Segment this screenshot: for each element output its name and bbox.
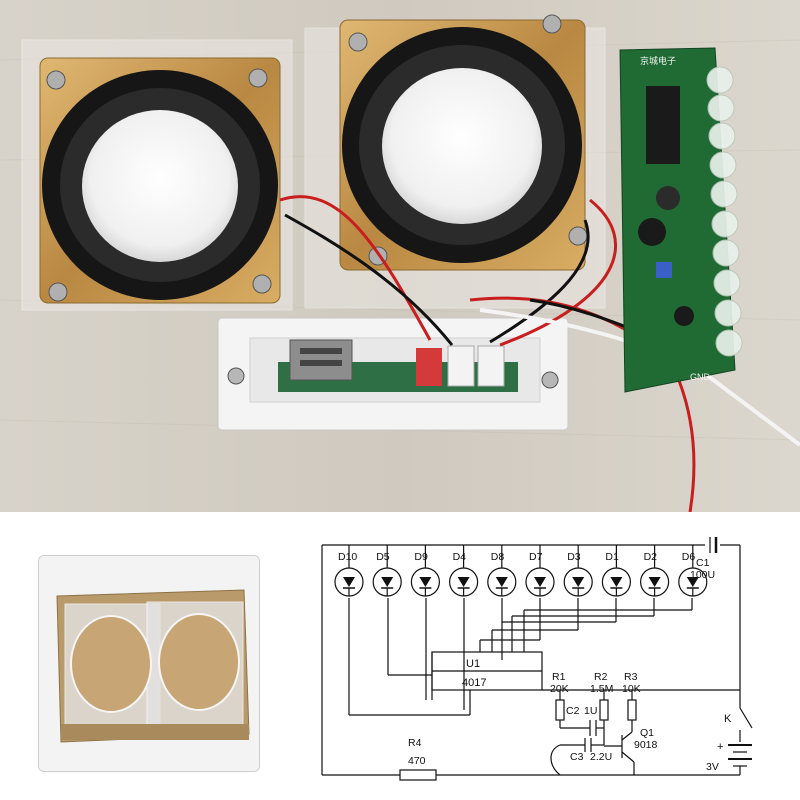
q1-part: 9018: [634, 739, 658, 751]
led-d4: D4: [449, 545, 479, 597]
c2-value: 1U: [584, 705, 597, 717]
c3-value: 2.2U: [590, 751, 612, 763]
r2-name: R2: [594, 671, 608, 683]
c2-name: C2: [566, 705, 580, 717]
r1-name: R1: [552, 671, 566, 683]
q1-name: Q1: [640, 727, 654, 739]
led-label-d10: D10: [338, 551, 357, 563]
r3-value: 10K: [622, 683, 641, 695]
left-speaker: [39, 57, 281, 304]
led-label-d8: D8: [491, 551, 505, 563]
u1-part: 4017: [462, 677, 486, 689]
led-label-d5: D5: [376, 551, 390, 563]
led-label-d7: D7: [529, 551, 543, 563]
led-d8: D8: [487, 545, 517, 597]
c1-value: 100U: [690, 569, 715, 581]
c1-name: C1: [696, 557, 710, 569]
c3-name: C3: [570, 751, 584, 763]
led-d10: D10: [334, 545, 364, 597]
led-d3: D3: [563, 545, 593, 597]
board-gnd-label: GND: [690, 372, 711, 382]
thumbnail-illustration: [39, 556, 259, 771]
led-label-d1: D1: [605, 551, 619, 563]
battery-value: 3V: [706, 761, 719, 773]
r4-value: 470: [408, 755, 426, 767]
r4-name: R4: [408, 737, 422, 749]
battery-plus: +: [717, 741, 723, 753]
switch-label: K: [724, 713, 732, 725]
led-board: 京城电子 GND: [619, 47, 743, 393]
r1-value: 20K: [550, 683, 569, 695]
led-label-d9: D9: [414, 551, 428, 563]
led-d1: D1: [601, 545, 632, 597]
board-brand: 京城电子: [640, 55, 676, 66]
u1-name: U1: [466, 658, 480, 670]
product-photo: 京城电子 GND: [0, 0, 800, 512]
led-label-d2: D2: [644, 551, 658, 563]
r2-value: 1.5M: [590, 683, 613, 695]
led-array: D10 D5 D9 D4 D8 D7 D3 D1 D2 D6: [334, 545, 708, 597]
led-d7: D7: [525, 545, 555, 597]
right-speaker: [339, 14, 588, 271]
led-label-d4: D4: [453, 551, 467, 563]
led-label-d6: D6: [682, 551, 696, 563]
photo-illustration: 京城电子 GND: [0, 0, 800, 512]
led-label-d3: D3: [567, 551, 581, 563]
led-d2: D2: [639, 545, 670, 597]
led-d9: D9: [410, 545, 440, 597]
acrylic-panel-thumbnail: [38, 555, 260, 772]
led-d5: D5: [372, 545, 402, 597]
r3-name: R3: [624, 671, 638, 683]
amplifier-module: [217, 317, 569, 431]
led-d6: D6: [678, 545, 708, 597]
